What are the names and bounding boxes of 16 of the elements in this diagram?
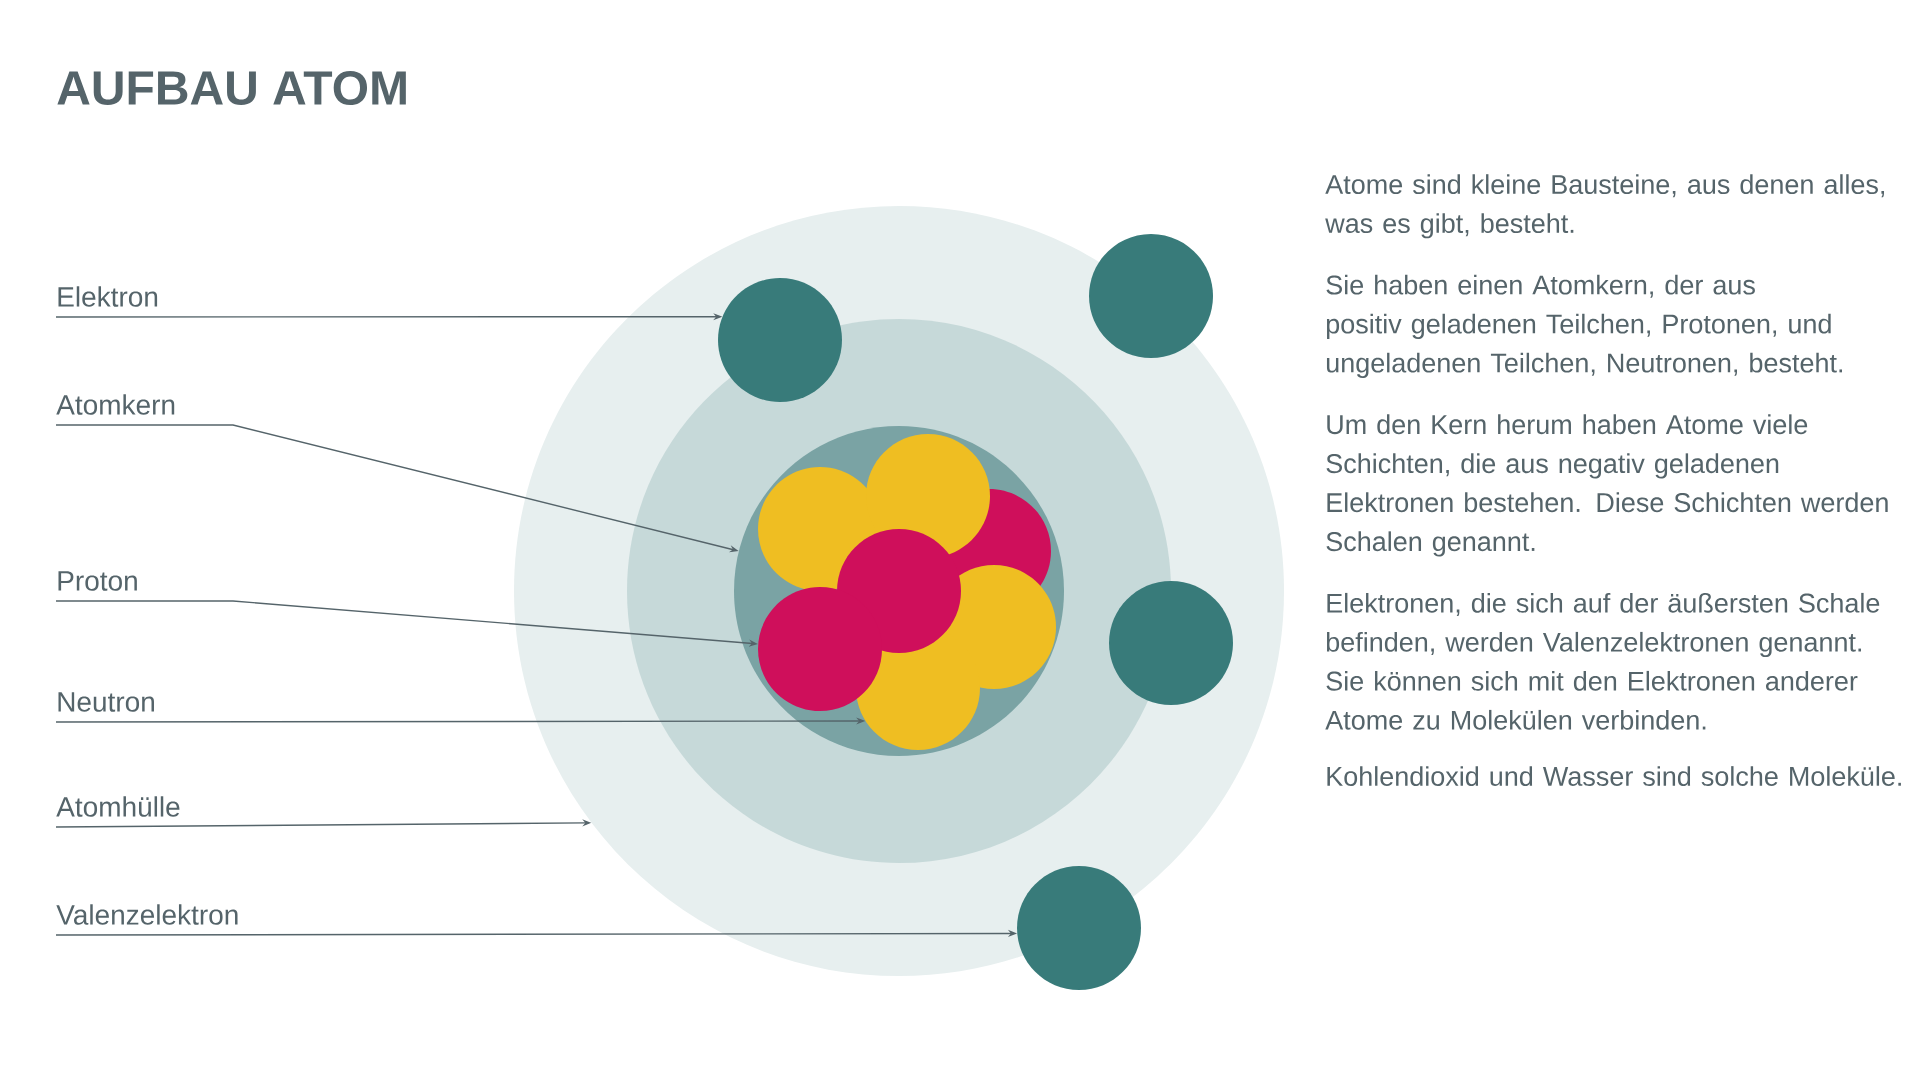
part-label: Neutron	[58, 692, 154, 712]
paragraph: Kohlendioxid und Wasser sind solche Moleküle.	[1327, 766, 1901, 786]
part-label: Atomkern	[56, 394, 175, 415]
electron-circle	[1017, 866, 1141, 990]
part-label: Valenzelektron	[56, 904, 238, 925]
part-label: Proton	[58, 571, 137, 591]
paragraph: Atome sind kleine Bausteine, aus denen alles, was es gibt, besteht.	[1325, 174, 1884, 239]
part-label: Elektron	[58, 286, 158, 307]
paragraph: Sie haben einen Atomkern, der aus positiv geladenen Teilchen, Protonen, und ungeladenen Teilchen, Neutronen, besteht.	[1326, 274, 1843, 378]
part-label: Atomhülle	[56, 796, 180, 817]
electron-circle	[1089, 234, 1213, 358]
paragraph: Um den Kern herum haben Atome viele Schichten, die aus negativ geladenen Elektronen bestehen. Diese Schichten werden Schalen genannt.	[1326, 414, 1888, 557]
title: AUFBAU ATOM	[57, 71, 406, 105]
electron-circle	[1109, 581, 1233, 705]
electron-circle	[718, 278, 842, 402]
paragraph: Elektronen, die sich auf der äußersten Schale befinden, werden Valenzelektronen genannt. Sie können sich mit den Elektronen anderer Atome zu Molekülen verbinden.	[1325, 592, 1880, 730]
